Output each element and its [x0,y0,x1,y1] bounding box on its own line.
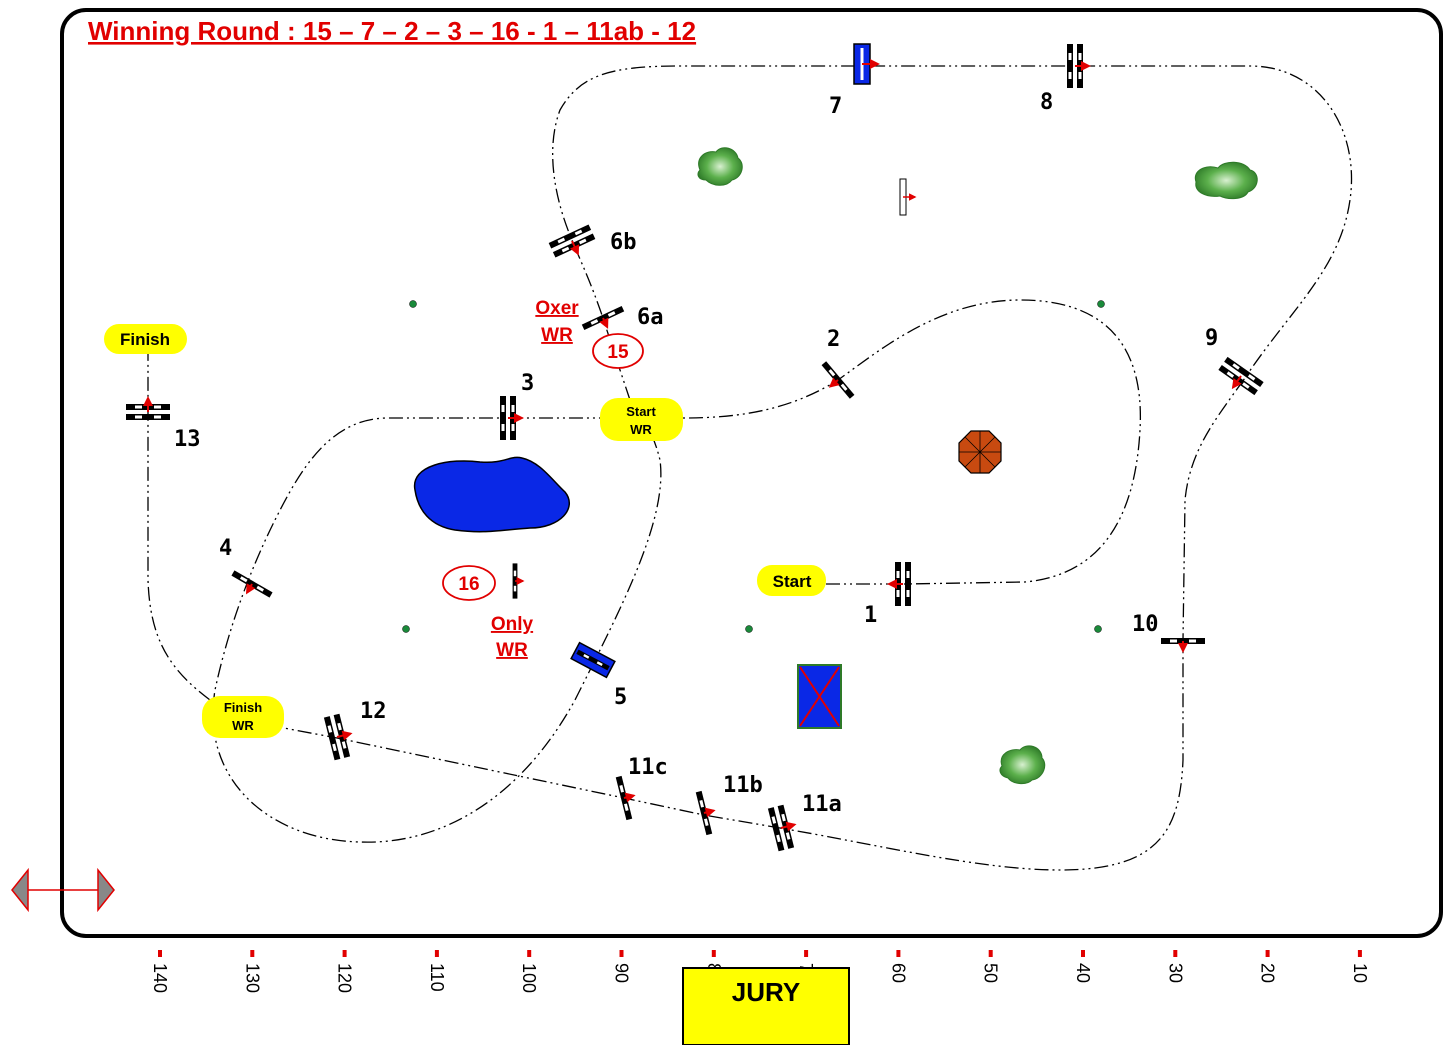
scale-tick-mark [804,950,809,957]
course-title: Winning Round : 15 – 7 – 2 – 3 – 16 - 1 … [88,16,696,46]
fence-label-1: 1 [864,603,877,628]
scale-tick-mark [342,950,347,957]
scale-tick-label: 60 [888,963,908,983]
fence-label-13: 13 [174,427,201,452]
scale-tick-label: 130 [242,963,262,993]
scale-tick-mark [711,950,716,957]
svg-text:WR: WR [630,422,652,437]
fence-label-11a: 11a [802,792,842,817]
fence-label-6a: 6a [637,305,664,330]
markers [402,300,1105,633]
svg-text:JURY: JURY [732,977,800,1007]
scale-tick-mark [1081,950,1085,957]
start-bubble: Start [757,565,826,596]
scale-tick-mark [434,950,439,957]
scale-tick-mark [158,950,162,957]
scale-tick-label: 120 [335,963,355,993]
fence-label-2: 2 [827,327,840,352]
svg-text:Start: Start [773,572,812,591]
scale-tick-label: 50 [981,963,1001,983]
scale-tick-label: 40 [1073,963,1093,983]
bush-icon [1194,161,1258,200]
fence-label-4: 4 [219,536,232,561]
ditch-box [797,664,842,729]
fence-7 [853,43,880,85]
fence-label-10: 10 [1132,612,1159,637]
fence-5 [570,641,616,679]
svg-text:15: 15 [607,342,629,363]
fence-label-11c: 11c [628,755,668,780]
oxer-wr-line2: WR [541,325,573,346]
fence-label-5: 5 [614,685,627,710]
finish-bubble: Finish [104,324,187,354]
svg-text:16: 16 [458,574,479,595]
scale-tick-mark [988,950,993,957]
fence-label-3: 3 [521,371,534,396]
oxer-wr-line1: Oxer [535,298,579,319]
jury-box: JURY [682,967,850,1045]
only-wr-line1: Only [491,614,534,635]
scale-tick-label: 20 [1258,963,1278,983]
scale-tick-label: 140 [150,963,170,993]
arena-border [60,8,1443,938]
course-track [147,65,1353,871]
umbrella-icon [958,430,1002,474]
svg-text:WR: WR [232,718,254,733]
scale-tick-label: 90 [612,963,632,983]
spare-fence [899,178,917,216]
finish-wr-bubble: Finish WR [202,696,284,738]
start-wr-bubble: Start WR [600,398,683,441]
scale-tick-mark [1357,950,1362,957]
scale-arrow-icon [11,867,115,913]
scale-tick-label: 100 [519,963,539,993]
scale-tick-mark [1265,950,1270,957]
scale-tick-label: 30 [1165,963,1185,983]
fence-label-6b: 6b [610,230,637,255]
scale-tick-mark [1173,950,1178,957]
water-obstacle [414,456,571,533]
fence-label-8: 8 [1040,90,1053,115]
fence-label-11b: 11b [723,773,763,798]
jumpoff-16-badge: 16 [442,565,496,601]
scale-tick-mark [527,950,532,957]
svg-text:Start: Start [626,404,656,419]
fence-label-12: 12 [360,699,387,724]
fence-label-9: 9 [1205,326,1218,351]
scale-tick-mark [896,950,901,957]
svg-text:Finish: Finish [224,700,262,715]
jumpoff-15-badge: 15 [592,333,644,369]
scale-tick-mark [250,950,255,957]
bush-icon [697,147,743,186]
fence-label-7: 7 [829,94,842,119]
svg-text:Finish: Finish [120,330,170,349]
scale-tick-label: 10 [1350,963,1370,983]
scale-tick-label: 110 [427,963,447,992]
only-wr-line2: WR [496,640,528,661]
scale-tick-mark [619,950,624,957]
bush-icon [999,745,1046,785]
